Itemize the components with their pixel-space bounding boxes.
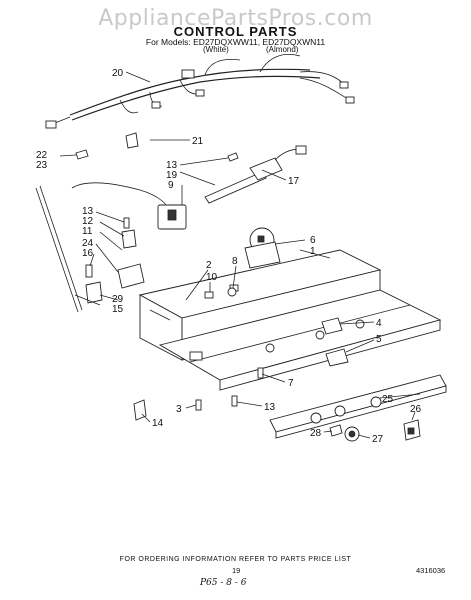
callout-27: 27 xyxy=(372,434,384,445)
control-rod xyxy=(204,171,267,204)
callout-13-left: 13 xyxy=(82,206,94,217)
color-white-label: (White) xyxy=(203,45,229,54)
screw-3 xyxy=(195,399,202,411)
callout-23: 23 xyxy=(36,160,48,171)
wire-harness xyxy=(45,54,355,129)
screw xyxy=(123,217,130,229)
knob-insert-28 xyxy=(329,424,343,437)
callout-21: 21 xyxy=(192,136,204,147)
damper-control xyxy=(249,157,283,181)
site-watermark: AppliancePartsPros.com xyxy=(98,6,373,31)
callout-14: 14 xyxy=(152,418,164,429)
callout-8: 8 xyxy=(232,256,238,267)
callout-15: 15 xyxy=(112,304,124,315)
callout-20: 20 xyxy=(112,68,124,79)
callout-28: 28 xyxy=(310,428,322,439)
callout-2: 2 xyxy=(206,260,212,271)
callout-6: 6 xyxy=(310,235,316,246)
callout-10: 10 xyxy=(206,272,218,283)
switch-upper xyxy=(321,317,343,335)
callout-22: 22 xyxy=(36,150,48,161)
callout-4: 4 xyxy=(376,318,382,329)
callout-16: 16 xyxy=(82,248,94,259)
callout-26: 26 xyxy=(410,404,422,415)
callout-3: 3 xyxy=(176,404,182,415)
callout-9: 9 xyxy=(168,180,174,191)
support-rod xyxy=(35,187,79,313)
callout-29: 29 xyxy=(112,294,124,305)
callout-12: 12 xyxy=(82,216,94,227)
bracket-clip xyxy=(75,149,89,160)
callout-17: 17 xyxy=(288,176,300,187)
ordering-note: FOR ORDERING INFORMATION REFER TO PARTS … xyxy=(119,556,352,563)
callout-5: 5 xyxy=(376,334,382,345)
clip-14 xyxy=(133,399,147,421)
callout-19: 19 xyxy=(166,170,178,181)
callout-13-top: 13 xyxy=(166,160,178,171)
diagram-title: CONTROL PARTS xyxy=(173,24,298,39)
callout-1: 1 xyxy=(310,246,316,257)
control-panel xyxy=(269,374,447,439)
handwritten-note: P65 - 8 - 6 xyxy=(200,578,247,588)
wire-clip xyxy=(125,132,139,149)
screw-13 xyxy=(231,395,238,407)
callout-11: 11 xyxy=(82,226,93,237)
document-number: 4316036 xyxy=(416,566,446,575)
callout-25: 25 xyxy=(382,394,394,405)
callout-24: 24 xyxy=(82,238,94,249)
screw-7 xyxy=(257,367,264,379)
lamp-socket xyxy=(117,263,145,289)
callout-7: 7 xyxy=(288,378,294,389)
callout-13-bottom: 13 xyxy=(264,402,276,413)
callout-leaders xyxy=(59,71,421,439)
clip-bracket xyxy=(121,229,137,249)
page-number: 19 xyxy=(232,566,241,575)
switch-lower xyxy=(325,348,349,367)
model-numbers: For Models: ED27DQXWW11, ED27DQXWN11 xyxy=(145,37,326,47)
color-almond-label: (Almond) xyxy=(266,45,299,54)
